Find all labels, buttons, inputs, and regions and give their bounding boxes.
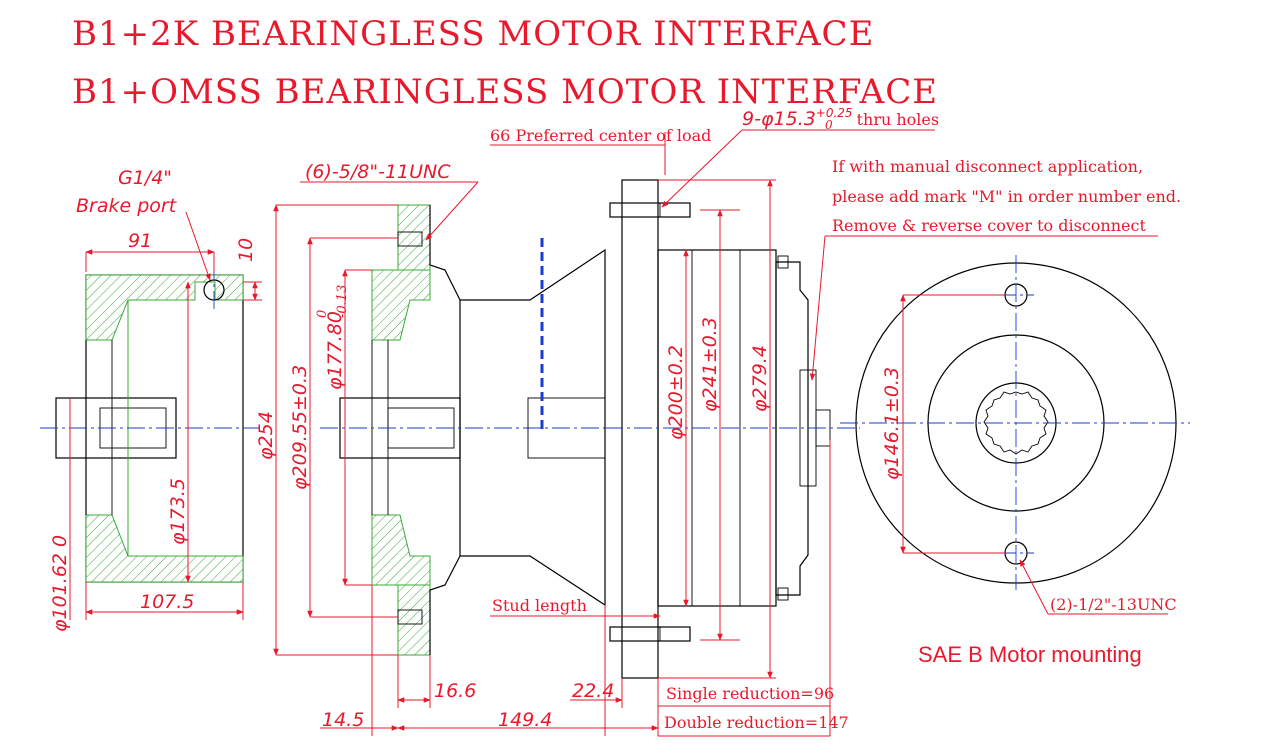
note-line-2: please add mark "M" in order number end. xyxy=(832,187,1181,206)
brake-port-label: Brake port xyxy=(76,195,178,217)
title-line-1: B1+2K BEARINGLESS MOTOR INTERFACE xyxy=(72,14,874,54)
thru-holes-callout: 9-φ15.3+0.25 thru holes xyxy=(742,106,939,130)
motor-side-view xyxy=(397,129,1158,737)
dim-flange-outer: φ254 xyxy=(255,411,277,460)
adapter-flange-view xyxy=(273,181,620,736)
dim-motor-bolt-circle: φ241±0.3 xyxy=(699,317,721,412)
brake-side-view xyxy=(40,211,262,620)
dim-motor-pilot: φ200±0.2 xyxy=(665,345,687,440)
dim-motor-length: 149.4 xyxy=(498,709,552,731)
dim-flange-offset: 14.5 xyxy=(322,709,364,731)
sae-caption: SAE B Motor mounting xyxy=(918,642,1142,667)
dim-motor-outer: φ279.4 xyxy=(749,345,771,412)
double-reduction-label: Double reduction=147 xyxy=(664,713,849,732)
thru-holes-tol-lower: 0 xyxy=(825,118,833,132)
thru-holes-tol-upper: +0.25 xyxy=(816,106,853,120)
sae-thread-callout: (2)-1/2"-13UNC xyxy=(1050,595,1177,614)
dim-stud-length: 22.4 xyxy=(572,680,614,702)
dim-brake-bore-left: φ101.62 0 xyxy=(49,535,71,632)
single-reduction-label: Single reduction=96 xyxy=(666,684,834,703)
dim-sae-pilot: φ146.1±0.3 xyxy=(881,367,903,480)
dim-brake-bore: φ173.5 xyxy=(167,478,189,545)
dim-flange-thickness: 16.6 xyxy=(434,680,476,702)
note-line-3: Remove & reverse cover to disconnect xyxy=(832,216,1146,235)
dim-flange-pilot-tol-lower: -0.13 xyxy=(335,285,350,318)
thru-holes-prefix: 9-φ15.3 xyxy=(742,108,816,130)
title-line-2: B1+OMSS BEARINGLESS MOTOR INTERFACE xyxy=(72,72,938,112)
brake-port-thread: G1/4" xyxy=(118,167,172,189)
stud-length-label: Stud length xyxy=(492,596,587,615)
dim-flange-bolt-circle: φ209.55±0.3 xyxy=(289,365,311,490)
dim-flange-pilot: φ177.80 xyxy=(324,311,346,390)
note-line-1: If with manual disconnect application, xyxy=(832,157,1143,176)
dim-brake-width: 107.5 xyxy=(140,591,194,613)
dim-port-depth: 10 xyxy=(235,238,257,262)
load-center-label: 66 Preferred center of load xyxy=(490,126,711,145)
flange-thread-callout: (6)-5/8"-11UNC xyxy=(305,161,451,183)
dim-flange-pilot-tol-upper: 0 xyxy=(315,310,330,318)
dim-port-offset: 91 xyxy=(128,230,152,252)
sae-b-front-view xyxy=(840,255,1190,615)
thru-holes-suffix: thru holes xyxy=(857,110,940,129)
